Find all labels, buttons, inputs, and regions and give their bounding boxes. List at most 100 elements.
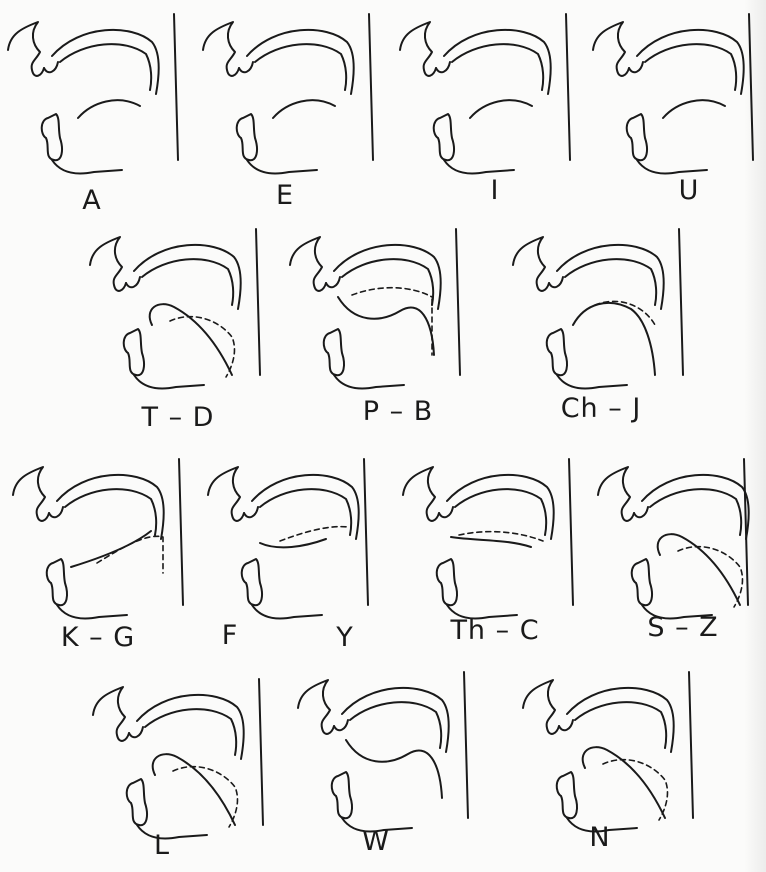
mouth-diagram-e xyxy=(195,10,385,185)
upper-teeth-a xyxy=(44,62,58,72)
palate-t-d xyxy=(134,245,241,309)
face-profile-f xyxy=(208,467,244,521)
face-profile-i xyxy=(400,22,436,76)
face-profile-k-g xyxy=(13,467,49,521)
tongue-t-d xyxy=(150,304,232,375)
palate-f xyxy=(252,475,359,539)
tongue-w xyxy=(346,740,442,798)
soft-palate-ch-j xyxy=(565,259,656,305)
jaw-t-d xyxy=(134,375,204,389)
pharynx-wall-k-g xyxy=(179,459,183,605)
mouth-sketch-l xyxy=(85,675,275,835)
mouth-diagram-s-z xyxy=(590,455,760,620)
upper-teeth-i xyxy=(436,62,450,72)
mouth-sketch-p-b xyxy=(282,225,472,400)
lower-lip-s-z xyxy=(632,559,652,605)
pharynx-wall-u xyxy=(749,14,753,160)
label-ch-j: Ch – J xyxy=(521,393,681,424)
tongue-p-b xyxy=(338,297,434,355)
face-profile-e xyxy=(203,22,239,76)
label-k-g: K – G xyxy=(18,622,178,653)
jaw-e xyxy=(247,160,317,174)
palate-a xyxy=(52,30,159,94)
upper-teeth-e xyxy=(239,62,253,72)
pharynx-wall-ch-j xyxy=(679,229,683,375)
lower-lip-l xyxy=(127,779,147,825)
mouth-sketch-e xyxy=(195,10,385,185)
tongue-variant-l xyxy=(173,767,237,827)
face-profile-a xyxy=(8,22,44,76)
face-profile-t-d xyxy=(90,237,126,291)
mouth-sketch-i xyxy=(392,10,582,185)
jaw-k-g xyxy=(57,605,127,619)
mouth-diagram-l xyxy=(85,675,275,835)
soft-palate-th-c xyxy=(455,489,546,535)
tongue-variant-f xyxy=(280,527,348,541)
tongue-i xyxy=(470,100,532,118)
mouth-diagram-ch-j xyxy=(505,225,695,400)
mouth-diagram-f xyxy=(200,455,380,620)
face-profile-n xyxy=(523,680,559,734)
mouth-sketch-k-g xyxy=(5,455,195,620)
pharynx-wall-p-b xyxy=(456,229,460,375)
jaw-a xyxy=(52,160,122,174)
mouth-diagram-a xyxy=(0,10,190,185)
palate-w xyxy=(342,688,449,752)
label-w: W xyxy=(296,826,456,857)
lower-lip-f xyxy=(242,559,262,605)
label-l: L xyxy=(82,830,242,861)
mouth-diagram-n xyxy=(515,668,705,833)
mouth-sketch-t-d xyxy=(82,225,272,400)
tongue-variant-t-d xyxy=(170,317,234,377)
tongue-u xyxy=(663,100,725,118)
upper-teeth-s-z xyxy=(634,507,648,517)
palate-e xyxy=(247,30,354,94)
tongue-e xyxy=(273,100,335,118)
tongue-k-g xyxy=(71,531,151,567)
lower-lip-t-d xyxy=(124,329,144,375)
lower-lip-p-b xyxy=(324,329,344,375)
tongue-variant-p-b xyxy=(352,288,432,355)
jaw-u xyxy=(637,160,707,174)
label-s-z: S – Z xyxy=(603,612,763,643)
mouth-sketch-w xyxy=(290,668,480,833)
soft-palate-a xyxy=(60,44,151,90)
soft-palate-f xyxy=(260,489,351,535)
face-profile-l xyxy=(93,687,129,741)
upper-teeth-p-b xyxy=(326,277,340,287)
face-profile-u xyxy=(593,22,629,76)
mouth-sketch-f xyxy=(200,455,380,620)
palate-s-z xyxy=(642,475,749,539)
upper-teeth-u xyxy=(629,62,643,72)
mouth-sketch-n xyxy=(515,668,705,833)
pharynx-wall-a xyxy=(174,14,178,160)
pharynx-wall-th-c xyxy=(569,459,573,605)
jaw-i xyxy=(444,160,514,174)
soft-palate-u xyxy=(645,44,736,90)
upper-teeth-th-c xyxy=(439,507,453,517)
tongue-variant-s-z xyxy=(678,547,742,607)
lower-lip-k-g xyxy=(47,559,67,605)
face-profile-s-z xyxy=(598,467,634,521)
tongue-a xyxy=(78,100,140,118)
mouth-diagram-w xyxy=(290,668,480,833)
lower-lip-u xyxy=(627,114,647,160)
upper-teeth-w xyxy=(334,720,348,730)
lower-lip-ch-j xyxy=(547,329,567,375)
soft-palate-l xyxy=(145,709,236,755)
mouth-diagram-i xyxy=(392,10,582,185)
tongue-l xyxy=(153,754,235,825)
soft-palate-i xyxy=(452,44,543,90)
lower-lip-e xyxy=(237,114,257,160)
soft-palate-s-z xyxy=(650,489,741,535)
mouth-sketch-s-z xyxy=(590,455,760,620)
mouth-diagram-p-b xyxy=(282,225,472,400)
label-i: I xyxy=(415,175,575,206)
label-n: N xyxy=(520,822,680,853)
palate-l xyxy=(137,695,244,759)
label-u: U xyxy=(609,175,766,206)
pharynx-wall-f xyxy=(364,459,368,605)
lower-lip-a xyxy=(42,114,62,160)
soft-palate-w xyxy=(350,702,441,748)
face-profile-ch-j xyxy=(513,237,549,291)
